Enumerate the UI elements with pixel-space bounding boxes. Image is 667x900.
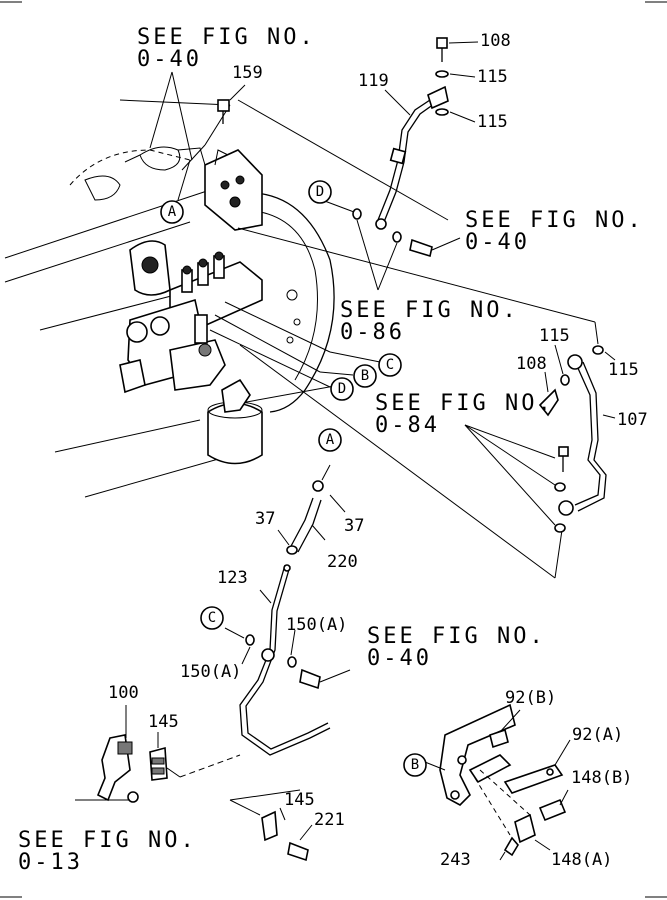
callout-d-engine: D (330, 377, 354, 401)
callout-d-engine-label: D (338, 381, 346, 397)
part-numbers: 108 115 119 115 159 115 115 108 107 37 3… (108, 31, 648, 870)
ref-fig-0-40-right: SEE FIG NO. 0-40 (465, 208, 644, 255)
part-92b: 92(B) (505, 688, 556, 708)
clamp-145-bracket-100 (75, 705, 313, 862)
part-107: 107 (617, 410, 648, 430)
ref-see-label: SEE FIG NO. (340, 298, 519, 323)
part-115-b: 115 (477, 112, 508, 132)
ref-fig-number: 0-13 (18, 850, 83, 875)
leader-see-0-40-top (149, 71, 193, 161)
part-108-top: 108 (480, 31, 511, 51)
callout-d-top: D (308, 180, 332, 204)
part-243: 243 (440, 850, 471, 870)
part-37-right: 37 (344, 516, 364, 536)
callout-c-pipe: C (200, 606, 224, 630)
ref-see-label: SEE FIG NO. (137, 25, 316, 50)
ref-fig-0-86: SEE FIG NO. 0-86 (340, 298, 519, 345)
part-115-a: 115 (477, 67, 508, 87)
part-92a: 92(A) (572, 725, 623, 745)
pipe-123 (239, 564, 331, 756)
engine-leaders (119, 99, 596, 579)
ref-fig-0-40-top: SEE FIG NO. 0-40 (137, 25, 316, 72)
ref-fig-0-84: SEE FIG NO. 0-84 (375, 391, 554, 438)
part-108-right: 108 (516, 354, 547, 374)
engine-assembly (4, 146, 341, 498)
part-150a-top: 150(A) (286, 615, 347, 635)
washers-115-top (435, 70, 476, 123)
see-0-84-parts (464, 424, 569, 533)
part-145-bottom: 145 (284, 790, 315, 810)
leader-107 (602, 414, 616, 419)
part-37-left: 37 (255, 509, 275, 529)
part-221: 221 (314, 810, 345, 830)
part-145-top: 145 (148, 712, 179, 732)
bracket-92 (424, 703, 571, 861)
bolt-108-top (436, 37, 479, 62)
callout-a-engine-label: A (168, 204, 177, 220)
part-148a: 148(A) (551, 850, 612, 870)
ref-fig-0-40-mid: SEE FIG NO. 0-40 (367, 624, 546, 671)
washers-150a (224, 627, 351, 690)
part-220: 220 (327, 552, 358, 572)
part-148b: 148(B) (571, 768, 632, 788)
part-115-d: 115 (608, 360, 639, 380)
top-washers-d (321, 199, 461, 291)
hose-220 (277, 464, 346, 555)
ref-see-label: SEE FIG NO. (18, 828, 197, 853)
part-159: 159 (232, 63, 263, 83)
part-150a-left: 150(A) (180, 662, 241, 682)
ref-see-label: SEE FIG NO. (465, 208, 644, 233)
ref-fig-number: 0-86 (340, 320, 405, 345)
callout-b-engine: B (353, 364, 377, 388)
pipe-107 (558, 354, 607, 516)
ref-fig-0-13: SEE FIG NO. 0-13 (18, 828, 197, 875)
callout-c-pipe-label: C (208, 610, 216, 626)
callout-c-engine: C (378, 353, 402, 377)
callout-a-pipe-label: A (326, 432, 335, 448)
bolt-159 (217, 84, 246, 124)
part-115-c: 115 (539, 326, 570, 346)
callout-d-top-label: D (316, 184, 324, 200)
ref-fig-number: 0-84 (375, 413, 440, 438)
part-119: 119 (358, 71, 389, 91)
ref-see-label: SEE FIG NO. (375, 391, 554, 416)
part-100: 100 (108, 683, 139, 703)
callout-b-bracket-label: B (411, 757, 419, 773)
ref-fig-number: 0-40 (367, 646, 432, 671)
pipe-119 (375, 85, 449, 230)
bolt-108-right (538, 371, 559, 417)
callout-a-pipe: A (318, 428, 342, 452)
washers-115-right (554, 321, 616, 386)
part-123: 123 (217, 568, 248, 588)
ref-fig-number: 0-40 (137, 47, 202, 72)
callout-c-engine-label: C (386, 357, 394, 373)
callout-b-bracket: B (403, 753, 427, 777)
ref-see-label: SEE FIG NO. (367, 624, 546, 649)
callout-b-engine-label: B (361, 368, 369, 384)
callout-a-engine: A (160, 200, 184, 224)
leader-119 (384, 89, 411, 116)
ref-fig-number: 0-40 (465, 230, 530, 255)
